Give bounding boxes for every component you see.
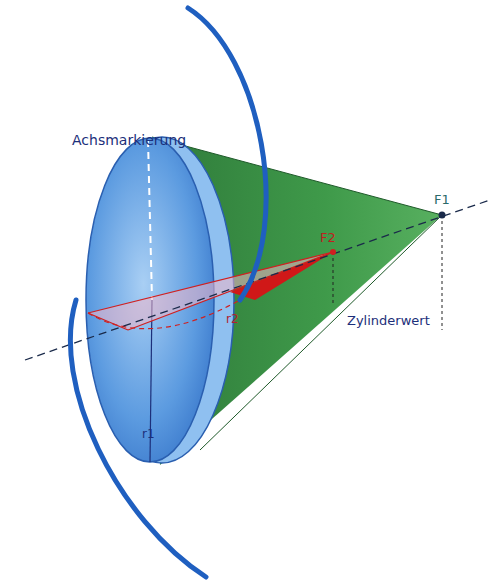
axis-curve [70,300,206,577]
focal-triangle [88,252,333,330]
focal-point [439,212,446,219]
axis-label: Achsmarkierung [70,132,188,149]
leader-line [333,252,334,305]
r2-arc [88,300,240,329]
optical-axis [25,200,490,360]
axis-marking-line [148,140,152,300]
axis-curve [188,8,266,300]
leader-line [442,215,443,330]
ray-line [128,252,333,330]
ray-line [88,313,128,330]
spacer [333,305,442,306]
cylinder-value-label: Zylinderwert [345,313,432,329]
focal-label: F2 [318,230,338,246]
focal-label: F1 [432,192,452,208]
radius-label: r1 [140,427,157,442]
focal-point [330,249,336,255]
ray-line [88,252,333,313]
radius-label: r2 [224,312,241,327]
